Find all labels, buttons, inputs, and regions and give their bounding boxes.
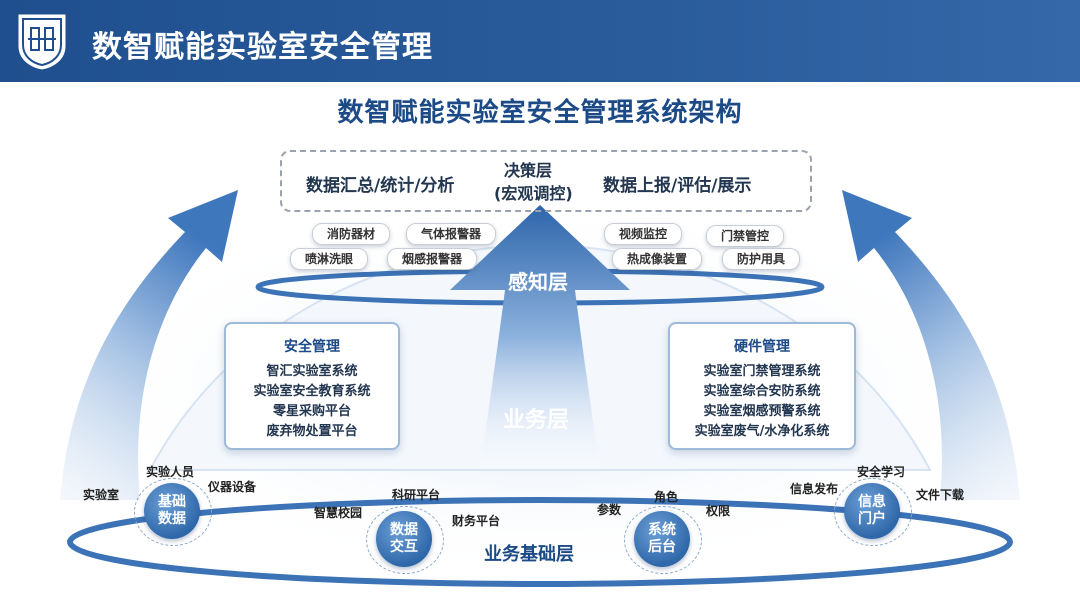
panel-item: 废弃物处置平台 <box>226 422 398 442</box>
node-tag: 角色 <box>654 488 678 505</box>
panel-item: 智汇实验室系统 <box>226 362 398 382</box>
sensor-pill: 热成像装置 <box>612 248 702 270</box>
panel-item: 实验室烟感预警系统 <box>670 402 854 422</box>
info-portal-node: 信息门户 <box>844 483 900 539</box>
node-tag: 财务平台 <box>452 512 500 529</box>
node-label: 基础 <box>158 494 186 510</box>
node-tag: 实验人员 <box>146 463 194 480</box>
decision-layer-subtitle: (宏观调控) <box>494 180 573 204</box>
safety-management-panel: 安全管理 智汇实验室系统 实验室安全教育系统 零星采购平台 废弃物处置平台 <box>224 322 400 450</box>
sensor-pill: 门禁管控 <box>706 225 784 247</box>
node-tag: 安全学习 <box>857 463 905 480</box>
sensor-pill: 视频监控 <box>604 223 682 245</box>
node-tag: 实验室 <box>83 486 119 503</box>
panel-item: 零星采购平台 <box>226 402 398 422</box>
system-backend-node: 系统后台 <box>634 511 690 567</box>
node-tag: 信息发布 <box>790 480 838 497</box>
node-tag: 文件下载 <box>916 486 964 503</box>
node-label: 信息 <box>858 494 886 510</box>
sensor-pill: 消防器材 <box>312 223 390 245</box>
node-label: 交互 <box>390 539 418 555</box>
panel-item: 实验室安全教育系统 <box>226 382 398 402</box>
decision-left-text: 数据汇总/统计/分析 <box>306 171 454 196</box>
hardware-management-panel: 硬件管理 实验室门禁管理系统 实验室综合安防系统 实验室烟感预警系统 实验室废气… <box>668 322 856 450</box>
node-label: 后台 <box>648 539 676 555</box>
panel-item: 实验室门禁管理系统 <box>670 362 854 382</box>
sensor-pill: 喷淋洗眼 <box>290 248 368 270</box>
sensor-pill: 气体报警器 <box>406 223 496 245</box>
perception-layer-label: 感知层 <box>508 266 568 295</box>
main-title: 数智赋能实验室安全管理系统架构 <box>0 92 1080 129</box>
base-data-node: 基础数据 <box>144 483 200 539</box>
node-label: 门户 <box>858 511 886 527</box>
business-layer-label: 业务层 <box>503 402 569 434</box>
data-exchange-node: 数据交互 <box>376 511 432 567</box>
sensor-pill: 防护用具 <box>722 248 800 270</box>
node-tag: 智慧校园 <box>314 504 362 521</box>
node-label: 数据 <box>390 522 418 538</box>
node-tag: 参数 <box>597 501 621 518</box>
panel-item: 实验室综合安防系统 <box>670 382 854 402</box>
node-tag: 权限 <box>706 502 730 519</box>
decision-right-text: 数据上报/评估/展示 <box>603 171 751 196</box>
sensor-pill: 烟感报警器 <box>387 248 477 270</box>
header-title: 数智赋能实验室安全管理 <box>92 22 433 66</box>
decision-layer-title: 决策层 <box>504 157 552 181</box>
panel-title: 安全管理 <box>226 336 398 356</box>
node-tag: 科研平台 <box>392 486 440 503</box>
node-label: 数据 <box>158 511 186 527</box>
university-logo-icon <box>14 10 70 72</box>
panel-title: 硬件管理 <box>670 336 854 356</box>
foundation-layer-label: 业务基础层 <box>484 540 574 566</box>
node-label: 系统 <box>648 522 676 538</box>
panel-item: 实验室废气/水净化系统 <box>670 422 854 442</box>
header-bar: 数智赋能实验室安全管理 <box>0 0 1080 82</box>
node-tag: 仪器设备 <box>208 478 256 495</box>
